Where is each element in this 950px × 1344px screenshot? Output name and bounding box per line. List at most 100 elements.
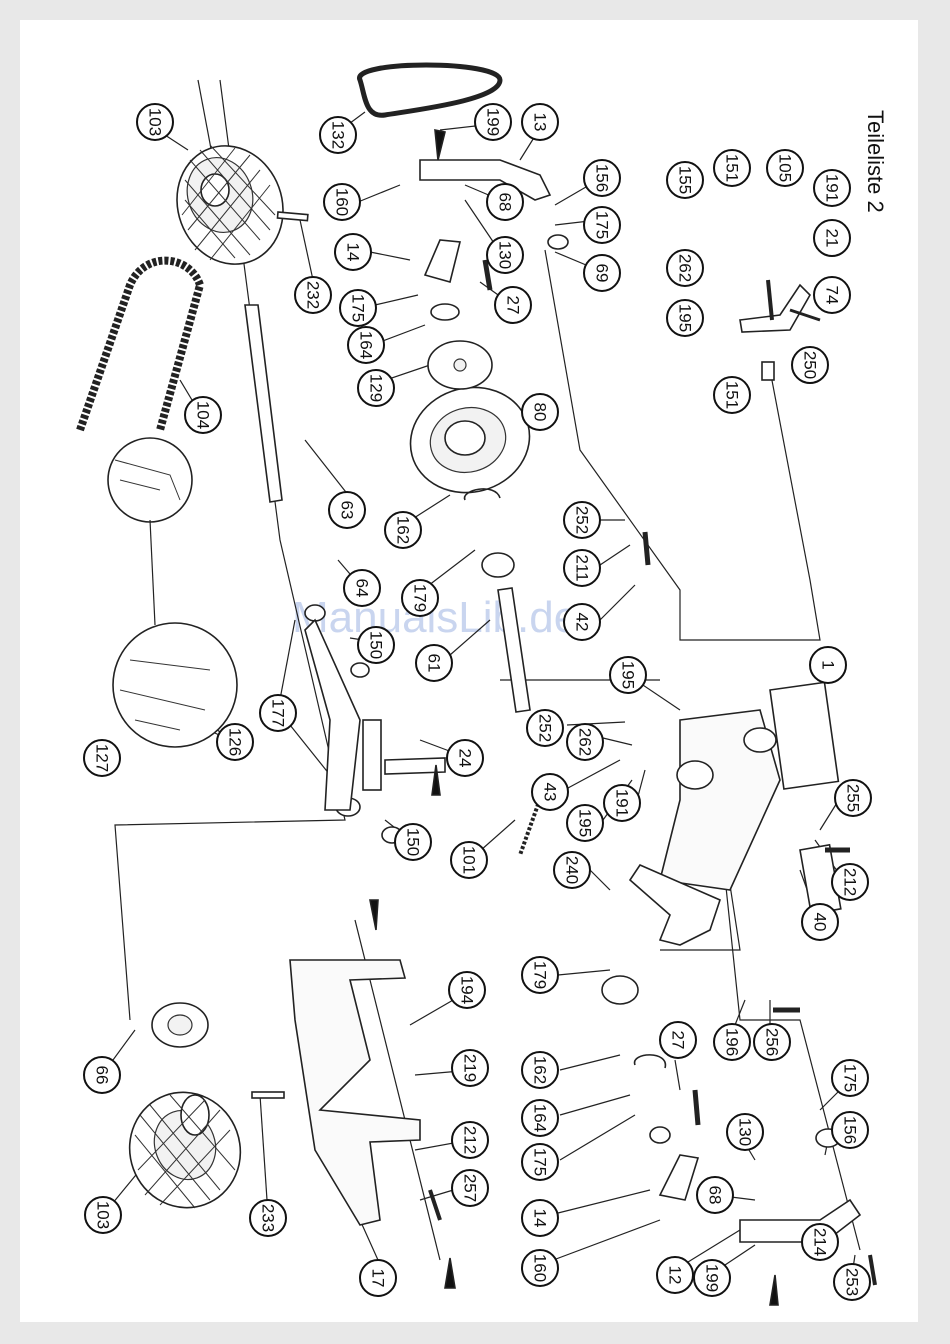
- svg-text:179: 179: [411, 584, 430, 612]
- svg-text:63: 63: [338, 501, 357, 520]
- callout-164-top: 164: [347, 326, 385, 364]
- callout-69: 69: [583, 254, 621, 292]
- callout-250: 250: [791, 346, 829, 384]
- svg-text:219: 219: [461, 1054, 480, 1082]
- callout-21: 21: [813, 219, 851, 257]
- svg-text:179: 179: [531, 961, 550, 989]
- callout-255: 255: [834, 779, 872, 817]
- svg-text:233: 233: [259, 1204, 278, 1232]
- svg-text:211: 211: [573, 554, 592, 581]
- svg-text:130: 130: [496, 241, 515, 269]
- callout-262-a: 262: [566, 723, 604, 761]
- callout-211: 211: [563, 549, 601, 587]
- svg-text:195: 195: [619, 661, 638, 689]
- svg-text:212: 212: [841, 868, 860, 896]
- svg-text:80: 80: [531, 403, 550, 422]
- callout-151-b: 151: [713, 376, 751, 414]
- callout-42: 42: [563, 603, 601, 641]
- svg-text:156: 156: [841, 1116, 860, 1144]
- callout-212-a: 212: [831, 863, 869, 901]
- svg-text:177: 177: [269, 699, 288, 727]
- callout-17: 17: [359, 1259, 397, 1297]
- callout-195-c: 195: [666, 299, 704, 337]
- callout-13: 13: [521, 103, 559, 141]
- callout-129: 129: [357, 369, 395, 407]
- svg-text:250: 250: [801, 351, 820, 379]
- callout-101: 101: [450, 841, 488, 879]
- svg-text:103: 103: [146, 108, 165, 136]
- callout-155: 155: [666, 161, 704, 199]
- svg-text:27: 27: [669, 1031, 688, 1050]
- svg-text:12: 12: [666, 1266, 685, 1285]
- svg-text:164: 164: [531, 1104, 550, 1132]
- parts-drawings: [76, 62, 877, 1306]
- callout-257: 257: [451, 1169, 489, 1207]
- callout-175-b: 175: [339, 289, 377, 327]
- callout-195-b: 195: [566, 804, 604, 842]
- callout-156-top: 156: [583, 159, 621, 197]
- callout-194: 194: [448, 971, 486, 1009]
- callout-162-top: 162: [384, 511, 422, 549]
- callout-150-top: 150: [357, 626, 395, 664]
- callout-105: 105: [766, 149, 804, 187]
- svg-text:155: 155: [676, 166, 695, 194]
- svg-text:199: 199: [703, 1264, 722, 1292]
- callout-199-b: 199: [693, 1259, 731, 1297]
- callout-256: 256: [753, 1023, 791, 1061]
- callout-233: 233: [249, 1199, 287, 1237]
- svg-text:150: 150: [404, 828, 423, 856]
- callout-104: 104: [184, 396, 222, 434]
- callout-24: 24: [446, 739, 484, 777]
- wheel-bottom: [128, 1091, 242, 1209]
- callout-196: 196: [713, 1023, 751, 1061]
- svg-text:13: 13: [531, 113, 550, 132]
- svg-text:252: 252: [536, 714, 555, 742]
- callout-127: 127: [83, 739, 121, 777]
- svg-text:130: 130: [736, 1118, 755, 1146]
- svg-text:255: 255: [844, 784, 863, 812]
- svg-text:27: 27: [504, 296, 523, 315]
- callout-80: 80: [521, 393, 559, 431]
- svg-text:14: 14: [344, 243, 363, 262]
- svg-text:256: 256: [763, 1028, 782, 1056]
- callout-68-b: 68: [696, 1176, 734, 1214]
- page-title: Teileliste 2: [863, 110, 888, 213]
- callout-175-top: 175: [583, 206, 621, 244]
- svg-text:191: 191: [613, 789, 632, 817]
- callout-179-b: 179: [521, 956, 559, 994]
- svg-text:14: 14: [531, 1209, 550, 1228]
- svg-text:156: 156: [593, 164, 612, 192]
- callout-175-c: 175: [521, 1143, 559, 1181]
- callouts: 103 132 199 13 160 68 156 175 130 14 232…: [83, 103, 872, 1301]
- svg-text:40: 40: [811, 913, 830, 932]
- svg-text:194: 194: [458, 976, 477, 1004]
- callout-132: 132: [319, 116, 357, 154]
- callout-68-top: 68: [486, 183, 524, 221]
- callout-27-top: 27: [494, 286, 532, 324]
- callout-150-b: 150: [394, 823, 432, 861]
- svg-text:175: 175: [349, 294, 368, 322]
- svg-text:129: 129: [367, 374, 386, 402]
- svg-text:195: 195: [576, 809, 595, 837]
- svg-text:105: 105: [776, 154, 795, 182]
- callout-61: 61: [415, 644, 453, 682]
- callout-12: 12: [656, 1256, 694, 1294]
- callout-162-b: 162: [521, 1051, 559, 1089]
- callout-130-top: 130: [486, 236, 524, 274]
- svg-text:24: 24: [456, 749, 475, 768]
- svg-text:64: 64: [353, 579, 372, 598]
- callout-175-d: 175: [831, 1059, 869, 1097]
- svg-text:160: 160: [333, 188, 352, 216]
- exploded-parts-diagram: Teileliste 2 ManualsLib.de: [76, 62, 888, 1306]
- svg-text:191: 191: [823, 174, 842, 202]
- callout-27-b: 27: [659, 1021, 697, 1059]
- callout-64: 64: [343, 569, 381, 607]
- callout-160-b: 160: [521, 1249, 559, 1287]
- svg-text:151: 151: [723, 381, 742, 409]
- svg-text:101: 101: [460, 846, 479, 874]
- callout-130-b: 130: [726, 1113, 764, 1151]
- svg-text:253: 253: [843, 1268, 862, 1296]
- svg-text:195: 195: [676, 304, 695, 332]
- callout-199-top: 199: [474, 103, 512, 141]
- callout-151-a: 151: [713, 149, 751, 187]
